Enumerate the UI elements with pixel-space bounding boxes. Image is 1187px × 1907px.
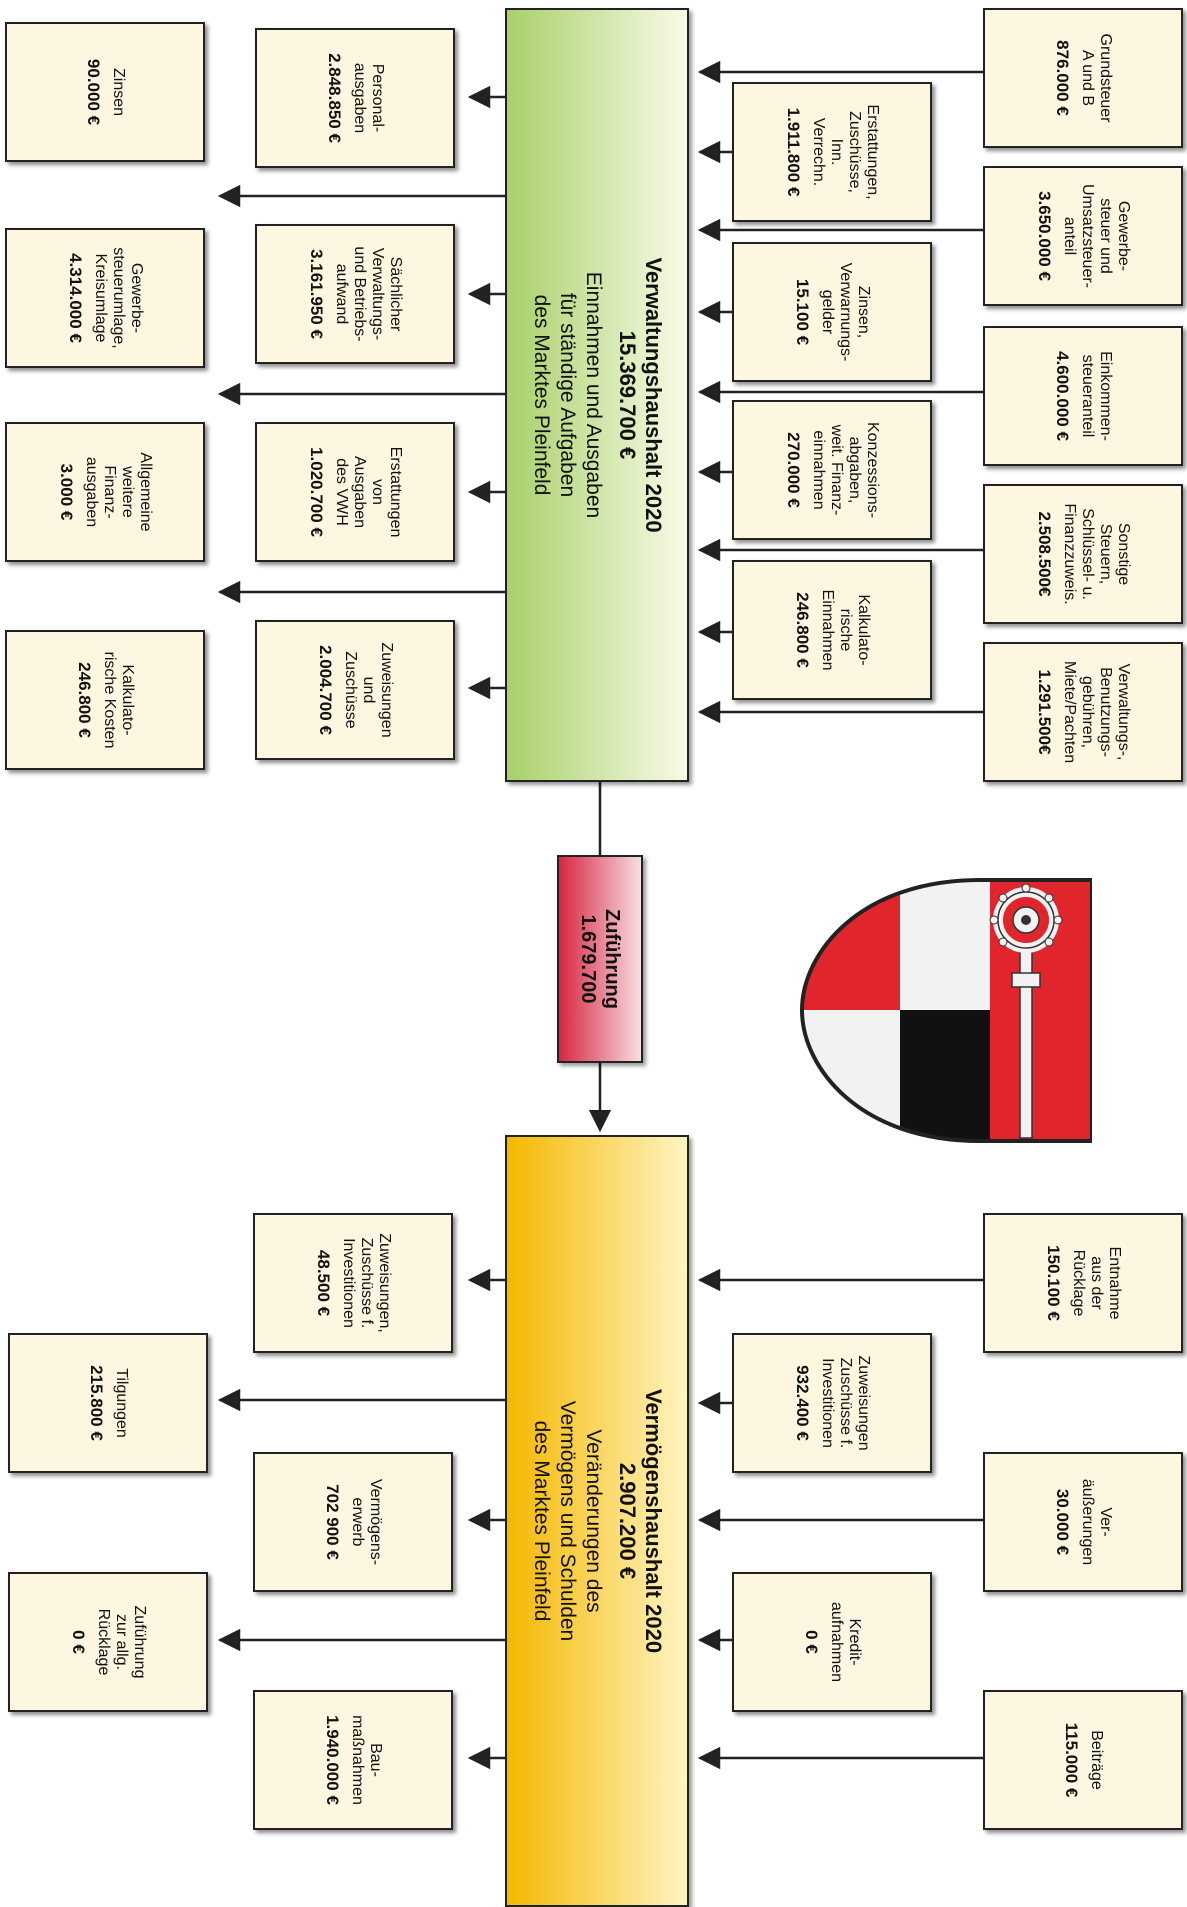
item-value: 4.600.000 € <box>1053 351 1072 441</box>
item-value: 3.650.000 € <box>1035 191 1054 281</box>
zufuehrung-title: Zuführung <box>601 909 623 1009</box>
item-label: Zinsen, Verwarnungs- gelder <box>819 262 872 362</box>
item-label: Bau- maßnahmen <box>349 1715 384 1805</box>
income-gewerbesteuer-box: Gewerbe- steuer und Umsatzsteuer- anteil… <box>983 166 1183 306</box>
income-verwaltungsgebuehren-box: Verwaltungs-, Benutzungs- gebühren, Miet… <box>983 642 1183 782</box>
item-value: 30.000 € <box>1053 1488 1072 1556</box>
item-value: 0 € <box>802 1630 821 1654</box>
item-label: Gewerbe- steuer und Umsatzsteuer- anteil <box>1061 183 1132 289</box>
verwaltungshaushalt-title: Verwaltungshaushalt 2020 <box>641 257 666 533</box>
item-label: Zuweisungen und Zuschüsse <box>342 642 395 738</box>
item-value: 270.000 € <box>784 432 803 508</box>
expense-finanzausgaben-box: Allgemeine weitere Finanz- ausgaben 3.000… <box>5 422 205 562</box>
item-value: 876.000 € <box>1053 40 1072 116</box>
item-value: 2.508.500€ <box>1035 511 1054 597</box>
item-value: 1.291.500€ <box>1035 669 1054 755</box>
expense-zufuehrung-ruecklage-box: Zuführung zur allg. Rücklage 0 € <box>8 1572 208 1712</box>
verwaltungshaushalt-box: Verwaltungshaushalt 2020 15.369.700 € Ei… <box>505 8 689 782</box>
item-label: Konzessions- abgaben, weit. Finanz- einn… <box>810 421 881 519</box>
item-value: 246.800 € <box>793 592 812 668</box>
item-value: 0 € <box>69 1630 88 1654</box>
item-label: Gewerbe- steuerumlage, Kreisumlage <box>92 247 145 349</box>
income-veraeusserungen-box: Ver- äußerungen 30.000 € <box>983 1452 1183 1592</box>
income-sonstige-steuern-box: Sonstige Steuern, Schlüssel- u. Finanzzu… <box>983 484 1183 624</box>
expense-erstattungen-vwh-box: Erstattungen von Ausgaben des VWH 1.020.7… <box>255 422 455 562</box>
item-value: 4.314.000 € <box>66 253 85 343</box>
item-label: Tilgungen <box>113 1368 130 1438</box>
item-value: 215.800 € <box>87 1365 106 1441</box>
expense-baumassnahmen-box: Bau- maßnahmen 1.940.000 € <box>253 1690 453 1830</box>
item-label: Kredit- aufnahmen <box>828 1601 863 1683</box>
expense-vermoegenserwerb-box: Vermögens- erwerb 702 900 € <box>253 1452 453 1592</box>
item-value: 702 900 € <box>323 1484 342 1560</box>
income-kalkulatorische-einnahmen-box: Kalkulato- rische Einnahmen 246.800 € <box>732 560 932 700</box>
vermoegenshaushalt-title: Vermögenshaushalt 2020 <box>641 1388 666 1654</box>
item-label: Vermögens- erwerb <box>349 1478 384 1566</box>
item-value: 2.848.850 € <box>325 53 344 143</box>
item-label: Beiträge <box>1088 1730 1105 1790</box>
vermoegenshaushalt-box: Vermögenshaushalt 2020 2.907.200 € Verän… <box>505 1135 689 1907</box>
income-grundsteuer-box: Grundsteuer A und B 876.000 € <box>983 8 1183 148</box>
item-label: Verwaltungs-, Benutzungs- gebühren, Miet… <box>1061 660 1132 764</box>
item-value: 90.000 € <box>84 58 103 126</box>
item-label: Zuweisungen, Zuschüsse f. Investitionen <box>340 1233 393 1333</box>
item-value: 1.911.800 € <box>784 107 803 197</box>
item-value: 15.100 € <box>793 278 812 346</box>
income-einkommensteuer-box: Einkommen- steueranteil 4.600.000 € <box>983 326 1183 466</box>
zufuehrung-box: Zuführung 1.679.700 <box>557 855 643 1063</box>
item-value: 1.020.700 € <box>307 447 326 537</box>
item-label: Kalkulato- rische Kosten <box>101 651 136 749</box>
item-value: 3.161.950 € <box>307 249 326 339</box>
item-value: 3.000 € <box>57 463 76 521</box>
item-label: Allgemeine weitere Finanz- ausgaben <box>83 452 154 532</box>
verwaltungshaushalt-amount: 15.369.700 € <box>615 330 640 460</box>
expense-saechlicher-aufwand-box: Sächlicher Verwaltungs- und Betriebs- au… <box>255 224 455 364</box>
income-zinsen-box: Zinsen, Verwarnungs- gelder 15.100 € <box>732 242 932 382</box>
income-beitraege-box: Beiträge 115.000 € <box>983 1690 1183 1830</box>
item-value: 48.500 € <box>314 1249 333 1317</box>
income-kreditaufnahmen-box: Kredit- aufnahmen 0 € <box>732 1572 932 1712</box>
income-erstattungen-box: Erstattungen, Zuschüsse, Inn. Verrechn.1… <box>732 82 932 222</box>
expense-kalkulatorische-kosten-box: Kalkulato- rische Kosten 246.800 € <box>5 630 205 770</box>
income-entnahme-ruecklage-box: Entnahme aus der Rücklage 150.100 € <box>983 1213 1183 1353</box>
item-value: 1.940.000 € <box>323 1715 342 1805</box>
expense-tilgungen-box: Tilgungen 215.800 € <box>8 1333 208 1473</box>
item-label: Grundsteuer A und B <box>1079 33 1114 123</box>
item-label: Personal- ausgaben <box>351 62 386 134</box>
vermoegenshaushalt-subtitle: Veränderungen des Vermögens und Schulden… <box>530 1400 605 1642</box>
verwaltungshaushalt-subtitle: Einnahmen und Ausgaben für ständige Aufg… <box>530 271 605 519</box>
item-label: Sonstige Steuern, Schlüssel- u. Finanzzu… <box>1061 503 1132 605</box>
expense-gewerbesteuerumlage-box: Gewerbe- steuerumlage, Kreisumlage 4.314.… <box>5 228 205 368</box>
item-value: 2.004.700 € <box>316 645 335 735</box>
item-value: 150.100 € <box>1044 1245 1063 1321</box>
coat-of-arms-icon <box>800 878 1092 1143</box>
expense-personalausgaben-box: Personal- ausgaben 2.848.850 € <box>255 28 455 168</box>
item-label: Erstattungen von Ausgaben des VWH <box>333 446 404 538</box>
item-label: Zuweisungen Zuschüsse f. Investitionen <box>819 1355 872 1451</box>
expense-zinsen-box: Zinsen 90.000 € <box>5 22 205 162</box>
item-value: 932.400 € <box>793 1365 812 1441</box>
item-label: Kalkulato- rische Einnahmen <box>819 589 872 671</box>
item-label: Ver- äußerungen <box>1079 1478 1114 1566</box>
vermoegenshaushalt-amount: 2.907.200 € <box>615 1462 640 1580</box>
item-value: 115.000 € <box>1062 1722 1081 1798</box>
item-label: Zuführung zur allg. Rücklage <box>95 1605 148 1679</box>
item-label: Entnahme aus der Rücklage <box>1070 1246 1123 1320</box>
expense-zuweisungen-box: Zuweisungen und Zuschüsse 2.004.700 € <box>255 620 455 760</box>
zufuehrung-amount: 1.679.700 <box>577 914 599 1004</box>
item-label: Sächlicher Verwaltungs- und Betriebs- au… <box>333 246 404 342</box>
item-value: 246.800 € <box>75 662 94 738</box>
item-label: Zinsen <box>110 67 127 117</box>
income-konzessionsabgaben-box: Konzessions- abgaben, weit. Finanz- einn… <box>732 400 932 540</box>
item-label: Einkommen- steueranteil <box>1079 351 1114 441</box>
item-label: Erstattungen, Zuschüsse, Inn. Verrechn. <box>810 104 881 200</box>
